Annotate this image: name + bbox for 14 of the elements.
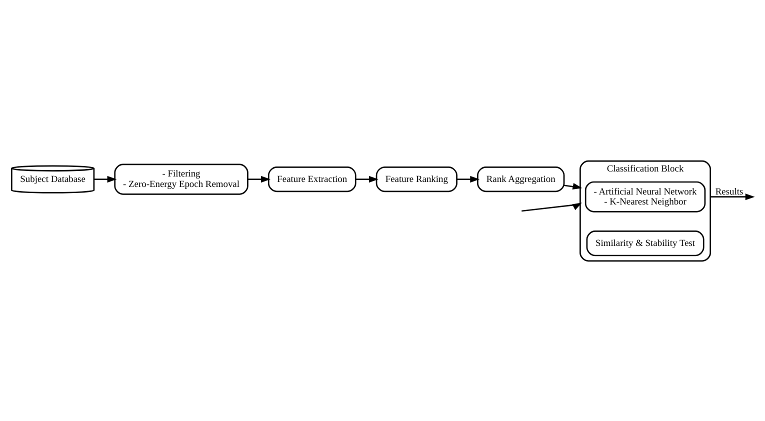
arrow bbox=[456, 175, 480, 182]
node-box: - Artificial Neural Network - K-Nearest Neighbor bbox=[584, 180, 706, 212]
node-box: Feature Ranking bbox=[376, 166, 458, 192]
arrow bbox=[564, 182, 582, 189]
node-box: Feature Extraction bbox=[268, 166, 356, 192]
node-box: Rank Aggregation bbox=[477, 166, 565, 192]
arrow bbox=[356, 175, 378, 182]
arrow bbox=[522, 202, 582, 212]
node-box: Similarity & Stability Test bbox=[586, 230, 704, 256]
arrow bbox=[710, 193, 755, 200]
edge-label: Results bbox=[715, 186, 744, 197]
arrow bbox=[248, 175, 270, 182]
node-box: - Filtering - Zero-Energy Epoch Removal bbox=[114, 163, 248, 194]
arrow bbox=[94, 175, 117, 182]
